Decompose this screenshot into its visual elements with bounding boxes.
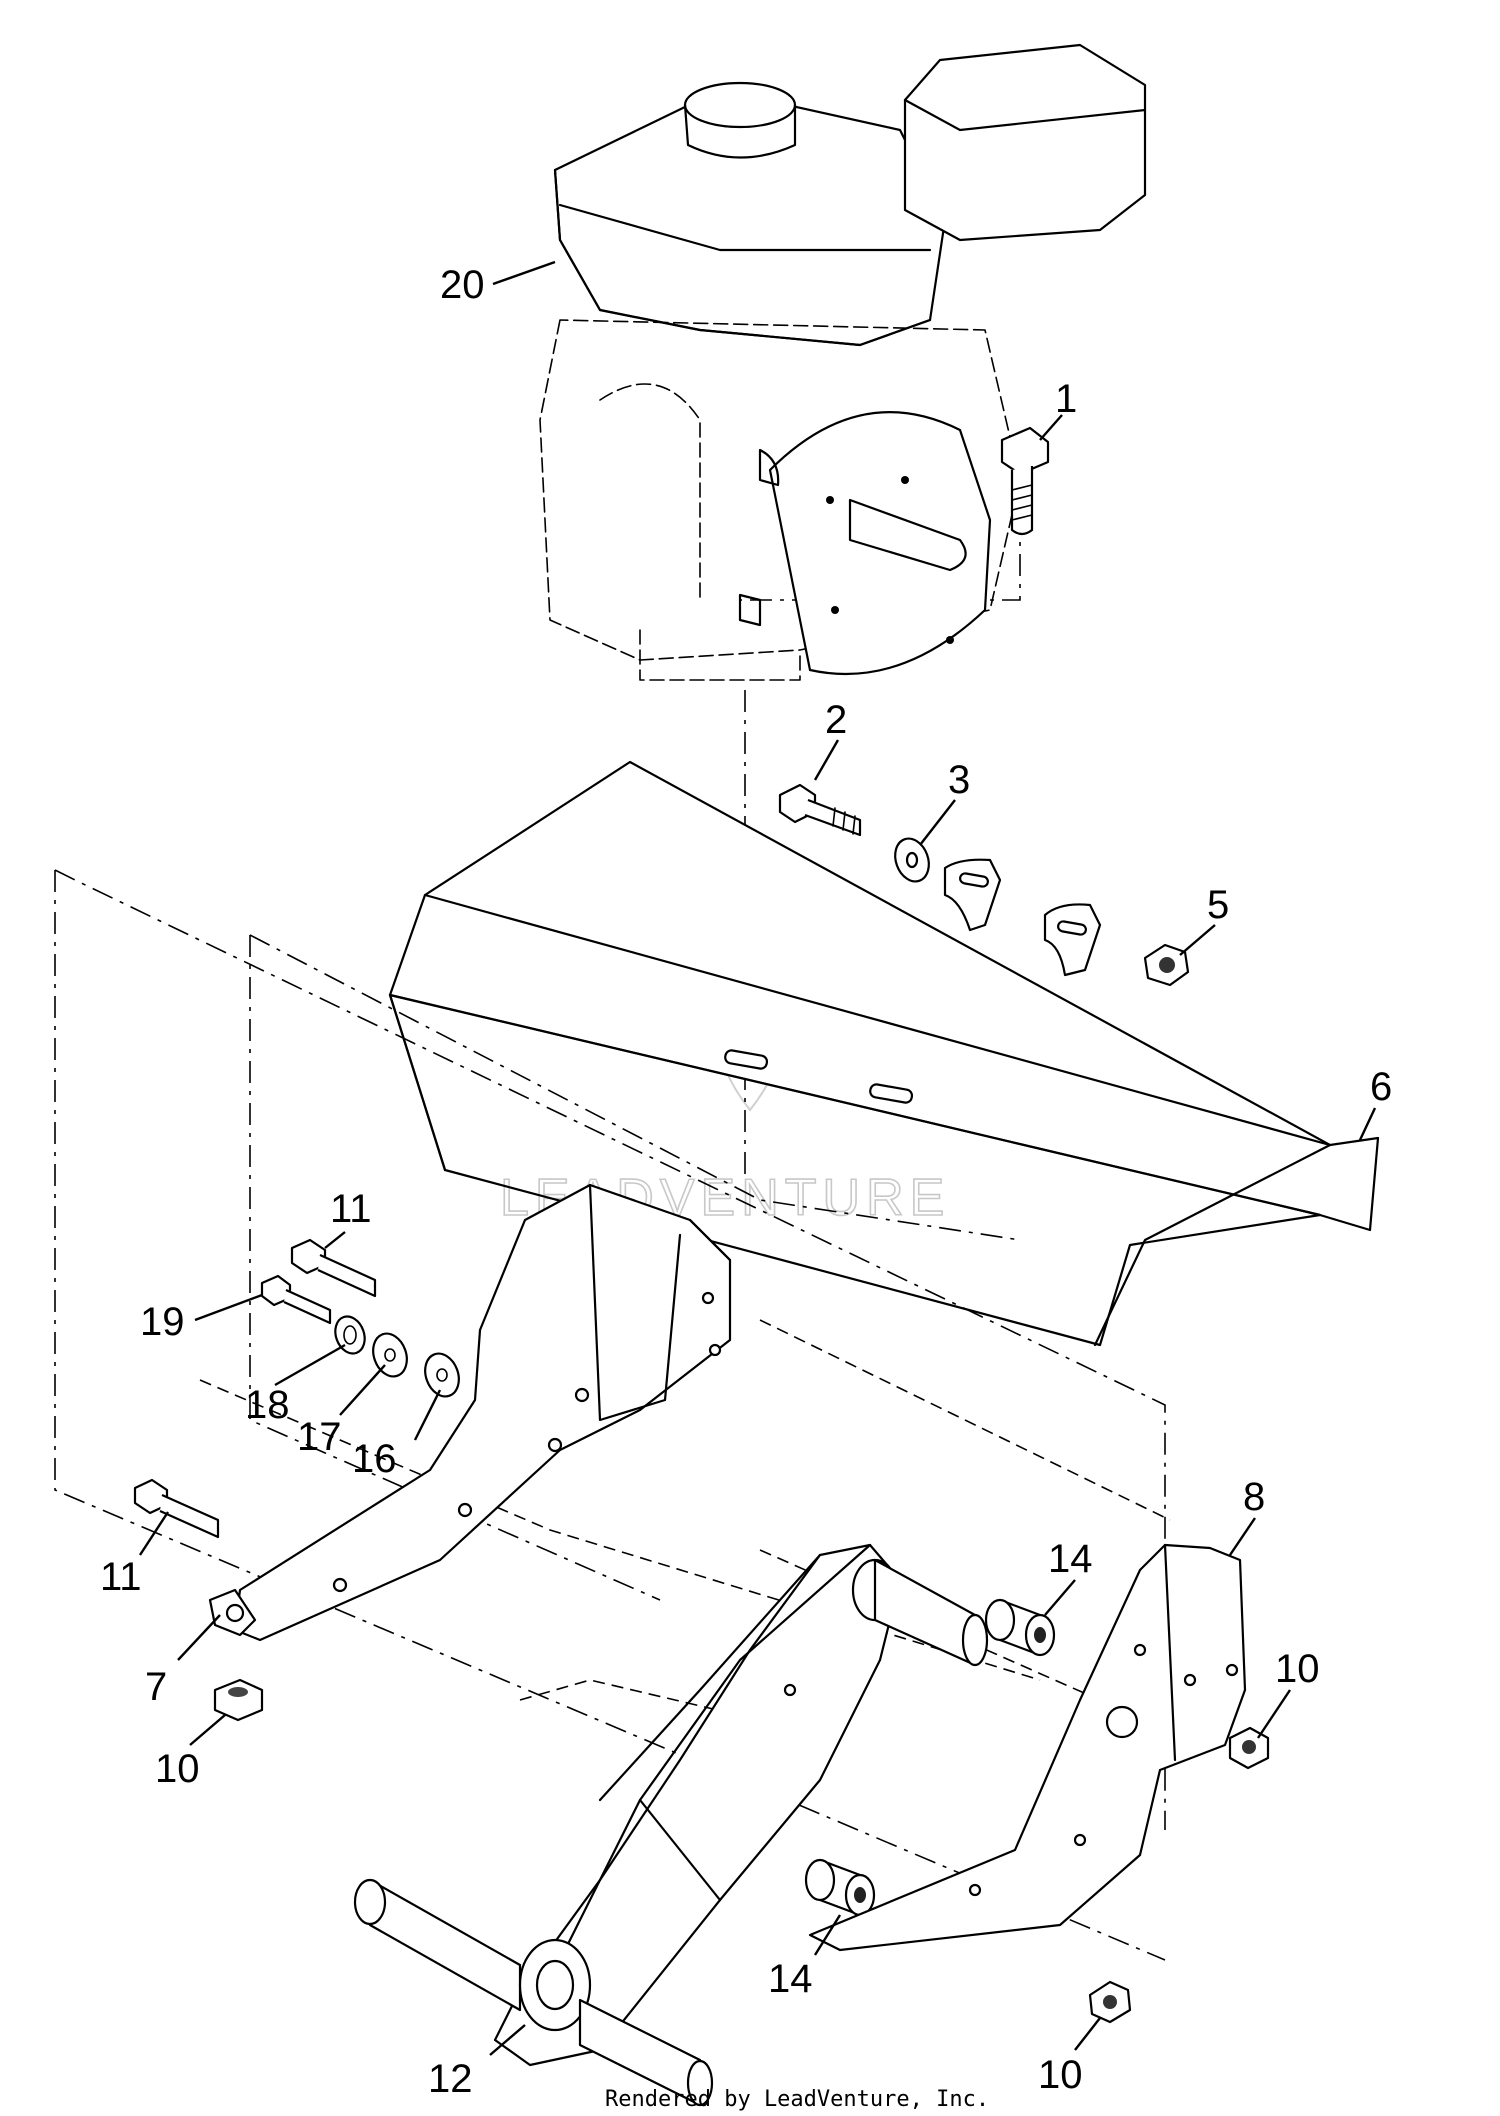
nut-10-right-upper — [1228, 1726, 1270, 1770]
nut-10-left — [213, 1678, 264, 1722]
callout-1: 1 — [1055, 377, 1077, 421]
nut-5 — [1143, 943, 1190, 987]
callout-11-upper: 11 — [330, 1187, 372, 1231]
spacer-14-upper — [984, 1598, 1056, 1657]
callout-12: 12 — [428, 2057, 473, 2101]
tine-shield — [388, 760, 1380, 1347]
chain-case — [353, 1543, 989, 2107]
callout-10-right-upper: 10 — [1275, 1647, 1320, 1691]
callout-16: 16 — [352, 1437, 397, 1481]
bolt-11-upper — [290, 1238, 377, 1298]
side-plate-right — [808, 1543, 1247, 1952]
callout-18: 18 — [245, 1383, 290, 1427]
washer-3 — [894, 837, 930, 883]
rendered-by-credit: Rendered by LeadVenture, Inc. — [605, 2087, 989, 2112]
callouts: 20 1 2 3 5 6 11 19 18 17 16 11 7 10 8 14… — [100, 263, 1392, 2101]
callout-10-right-lower: 10 — [1038, 2053, 1083, 2097]
callout-17: 17 — [297, 1415, 342, 1459]
bolt-19 — [260, 1274, 332, 1325]
side-plate-left — [208, 1183, 732, 1642]
callout-2: 2 — [825, 698, 847, 742]
callout-3: 3 — [948, 758, 970, 802]
lock-washer-18 — [334, 1315, 366, 1355]
callout-5: 5 — [1207, 883, 1229, 927]
bolt-2 — [778, 783, 862, 837]
engine — [539, 43, 1147, 681]
callout-6: 6 — [1370, 1065, 1392, 1109]
bolt-11-lower — [133, 1478, 220, 1539]
callout-7: 7 — [145, 1665, 167, 1709]
bolt-1 — [1000, 426, 1050, 536]
callout-14-lower: 14 — [768, 1957, 813, 2001]
callout-20: 20 — [440, 263, 485, 307]
leader-lines — [138, 260, 1377, 2056]
callout-14-upper: 14 — [1048, 1537, 1093, 1581]
washer-16 — [424, 1352, 460, 1398]
callout-19: 19 — [140, 1300, 185, 1344]
callout-8: 8 — [1243, 1475, 1265, 1519]
washer-17 — [372, 1332, 408, 1378]
callout-11-lower: 11 — [100, 1555, 142, 1599]
callout-10-left: 10 — [155, 1747, 200, 1791]
spacer-14-lower — [804, 1858, 876, 1917]
nut-10-right-lower — [1088, 1980, 1132, 2024]
